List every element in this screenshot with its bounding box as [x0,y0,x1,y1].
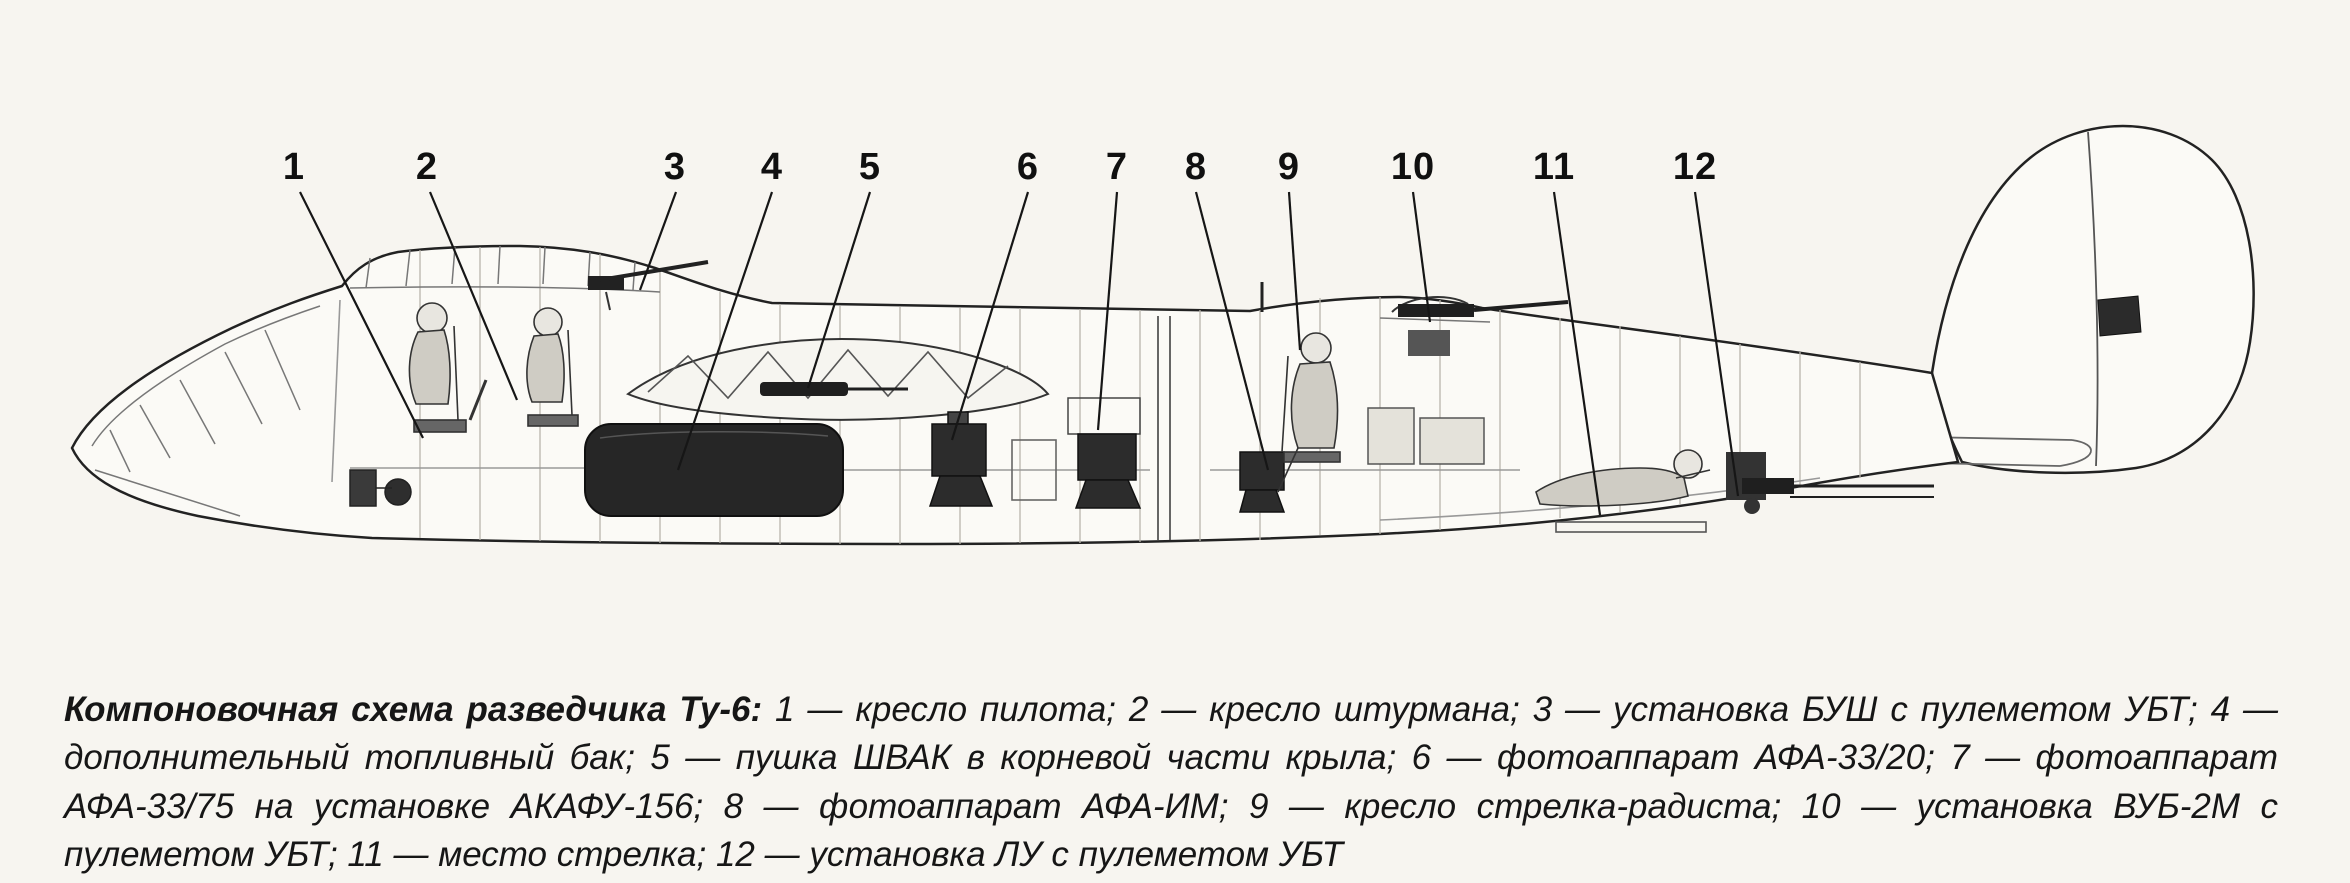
leader-line-6 [950,191,1030,441]
rudder-trim-tab [2097,295,2142,337]
leader-line-11 [1552,191,1602,516]
radio-operator-figure [1277,332,1341,493]
callout-number-4: 4 [760,146,784,188]
nose-glazing [91,305,321,517]
callout-number-9: 9 [1277,146,1301,188]
aircraft-cutaway-diagram: 1 2 3 4 5 6 7 8 9 10 11 12 [70,124,2255,546]
leader-line-7 [1096,191,1119,431]
leader-line-8 [1194,191,1270,471]
tail-fin [1930,124,2255,475]
callout-number-8: 8 [1184,146,1208,188]
radio-racks [1367,407,1485,465]
camera-afa-33-75-akafu [1067,397,1142,509]
camera-afa-im [1239,451,1286,513]
callout-number-3: 3 [663,146,687,188]
leader-line-1 [299,191,424,439]
leader-line-9 [1287,191,1302,351]
leader-lines [299,191,1740,516]
callout-number-10: 10 [1390,146,1436,188]
gunner-figure [1535,449,1711,533]
callout-number-2: 2 [415,146,439,188]
leader-line-4 [676,191,774,471]
figure-caption: Компоновочная схема разведчика Ту-6: 1 —… [64,686,2278,879]
callout-number-12: 12 [1672,146,1718,188]
fuel-tank [584,423,844,517]
equipment-rack [1011,439,1057,501]
bush-gun-mount [588,260,709,311]
leader-line-3 [638,191,678,291]
leader-line-2 [428,191,519,401]
navigator-figure [526,307,579,427]
callout-number-7: 7 [1105,146,1129,188]
camera-afa-33-20 [928,411,994,507]
nose-equipment [349,469,412,507]
callout-number-5: 5 [858,146,882,188]
leader-line-5 [806,191,872,389]
leader-line-10 [1411,191,1432,323]
wing-root-section [626,338,1050,421]
caption-body: 1 — кресло пилота; 2 — кресло штурмана; … [64,690,2279,874]
bay-bulkhead [1157,316,1171,540]
pilot-figure [408,302,488,433]
callout-number-11: 11 [1532,146,1576,188]
callout-number-6: 6 [1016,146,1040,188]
vub-2m-turret [1379,296,1569,356]
callout-number-1: 1 [282,146,306,188]
shvak-cannon [760,382,848,396]
aircraft-drawing [70,124,2255,546]
rudder-hinge-line [2087,131,2099,467]
caption-title: Компоновочная схема разведчика Ту-6: [64,690,763,729]
leader-line-12 [1693,191,1740,497]
